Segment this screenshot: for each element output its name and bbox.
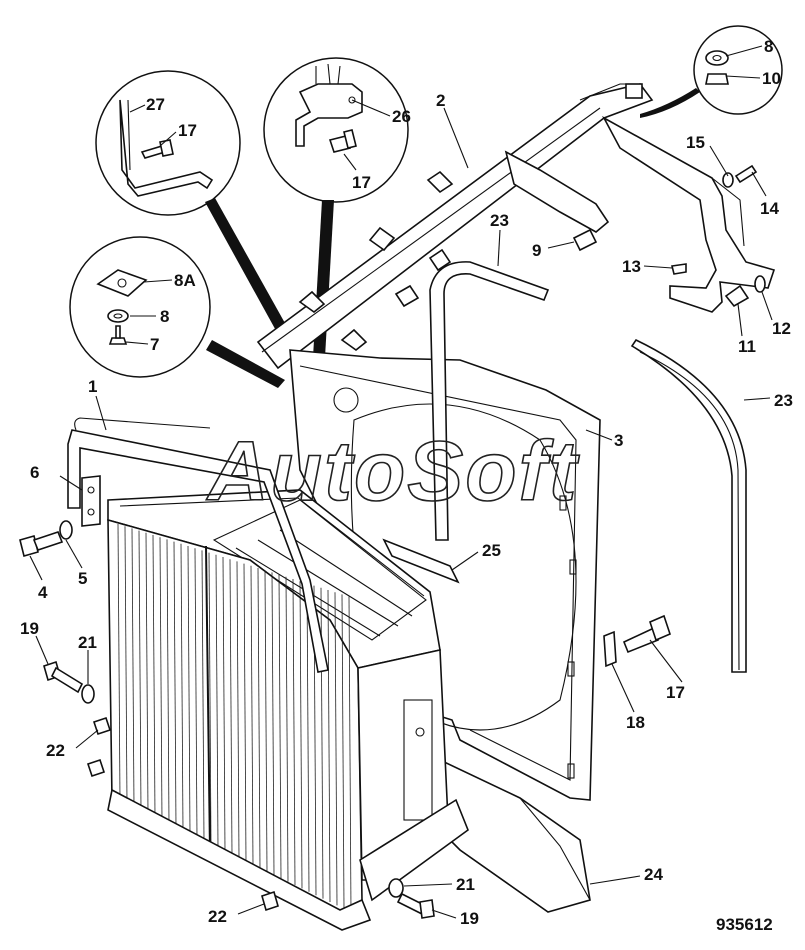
radiator-fin bbox=[215, 554, 219, 848]
radiator-fin bbox=[229, 559, 233, 855]
callout-8A: 8A bbox=[174, 271, 196, 290]
radiator-fin bbox=[236, 561, 240, 858]
radiator-fin bbox=[222, 556, 226, 852]
radiator-fin bbox=[117, 523, 121, 801]
radiator-fin bbox=[194, 548, 198, 838]
seal-strip-right bbox=[630, 338, 747, 673]
callout-14: 14 bbox=[760, 199, 779, 218]
bolt-washer-19-21-left bbox=[43, 660, 95, 704]
callout-10: 10 bbox=[762, 69, 781, 88]
radiator-fin bbox=[299, 581, 303, 889]
callout-11: 11 bbox=[738, 337, 756, 356]
radiator-fin bbox=[145, 532, 149, 814]
callout-6: 6 bbox=[30, 463, 39, 482]
callout-26: 26 bbox=[392, 107, 411, 126]
plate-and-bolt bbox=[603, 614, 671, 668]
radiator-fin bbox=[166, 539, 170, 824]
watermark: AutoSoft bbox=[206, 424, 580, 518]
radiator-fin bbox=[327, 589, 331, 903]
radiator-fin bbox=[187, 545, 191, 835]
seal-strip-left bbox=[429, 261, 550, 541]
detail-bubble-26 bbox=[263, 57, 409, 203]
callout-27: 27 bbox=[146, 95, 165, 114]
document-number: 935612 bbox=[716, 915, 773, 934]
callout-labels: 27 17 26 17 2 8 10 15 14 23 9 13 12 11 8… bbox=[20, 37, 793, 928]
callout-24: 24 bbox=[644, 865, 663, 884]
callout-9: 9 bbox=[532, 241, 541, 260]
callout-8: 8 bbox=[764, 37, 773, 56]
radiator-fin bbox=[292, 578, 296, 886]
callout-25: 25 bbox=[482, 541, 501, 560]
callout-17: 17 bbox=[352, 173, 371, 192]
callout-12: 12 bbox=[772, 319, 791, 338]
callout-21: 21 bbox=[456, 875, 475, 894]
radiator-fin bbox=[285, 576, 289, 882]
radiator-fin bbox=[334, 592, 338, 906]
radiator-fin bbox=[180, 543, 184, 831]
callout-2: 2 bbox=[436, 91, 445, 110]
callout-3: 3 bbox=[614, 431, 623, 450]
bolt-washer-19-21-bottom bbox=[388, 878, 435, 919]
callout-22: 22 bbox=[208, 907, 227, 926]
radiator-fins bbox=[117, 523, 352, 913]
radiator-fin bbox=[271, 572, 275, 875]
radiator-fin bbox=[243, 563, 247, 862]
radiator-divider bbox=[205, 545, 211, 853]
callout-21: 21 bbox=[78, 633, 97, 652]
radiator-fin bbox=[348, 596, 352, 913]
radiator-fin bbox=[124, 526, 128, 804]
radiator-fin bbox=[306, 583, 310, 892]
radiator-fin bbox=[264, 570, 268, 872]
callout-17: 17 bbox=[666, 683, 685, 702]
callout-15: 15 bbox=[686, 133, 705, 152]
callout-19: 19 bbox=[460, 909, 479, 928]
callout-17: 17 bbox=[178, 121, 197, 140]
callout-5: 5 bbox=[78, 569, 87, 588]
leader-lines bbox=[29, 45, 773, 919]
radiator-fin bbox=[208, 552, 212, 845]
callout-18: 18 bbox=[626, 713, 645, 732]
radiator bbox=[107, 489, 469, 931]
callout-23: 23 bbox=[490, 211, 509, 230]
radiator-fin bbox=[250, 565, 254, 865]
callout-4: 4 bbox=[38, 583, 48, 602]
bolt-washer-4-5 bbox=[19, 520, 73, 557]
mount-plate bbox=[81, 475, 101, 527]
leader-wedge-7 bbox=[206, 340, 285, 388]
radiator-fin bbox=[138, 530, 142, 811]
detail-bubble-7-8-8A bbox=[69, 236, 211, 378]
detail-bubble-27 bbox=[95, 70, 241, 216]
radiator-fin bbox=[201, 550, 205, 841]
radiator-fin bbox=[173, 541, 177, 828]
radiator-fin bbox=[152, 534, 156, 818]
upper-frame bbox=[256, 83, 776, 370]
callout-1: 1 bbox=[88, 377, 97, 396]
callout-13: 13 bbox=[622, 257, 641, 276]
callout-22: 22 bbox=[46, 741, 65, 760]
leader-wedge-27 bbox=[205, 198, 300, 356]
nut-bottom bbox=[261, 890, 279, 912]
top-tube-frame bbox=[67, 417, 329, 673]
stud-left bbox=[86, 758, 106, 778]
foam-strip bbox=[382, 538, 460, 584]
radiator-fin bbox=[278, 574, 282, 879]
radiator-fin bbox=[341, 594, 345, 909]
callout-7: 7 bbox=[150, 335, 159, 354]
detail-bubble-8-10 bbox=[693, 25, 783, 115]
callout-23: 23 bbox=[774, 391, 793, 410]
radiator-fin bbox=[257, 567, 261, 869]
radiator-fin bbox=[159, 537, 163, 821]
callout-8: 8 bbox=[160, 307, 169, 326]
radiator-fin bbox=[131, 528, 135, 807]
leader-wedge-10 bbox=[640, 88, 700, 118]
callout-19: 19 bbox=[20, 619, 39, 638]
